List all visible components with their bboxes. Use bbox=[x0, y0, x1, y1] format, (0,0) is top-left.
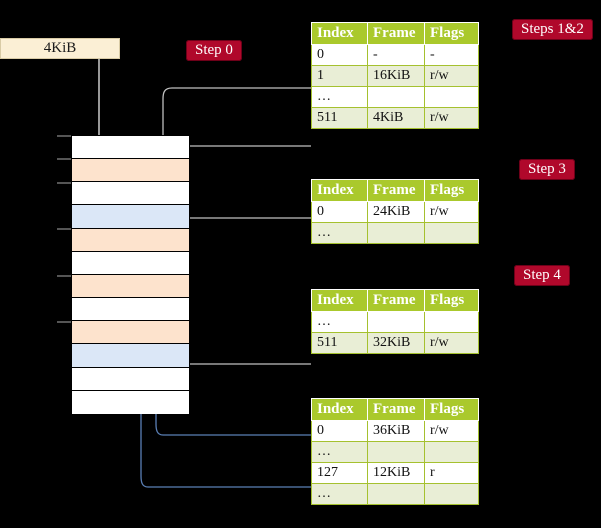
cell-index-2: … bbox=[311, 86, 368, 108]
cell-index-0: 0 bbox=[311, 44, 368, 66]
table-row[interactable]: … bbox=[311, 483, 479, 505]
address-size-label: 4KiB bbox=[43, 40, 77, 56]
cell-flags-2: r bbox=[424, 462, 479, 484]
arrow-step3 bbox=[178, 217, 311, 272]
cell-index-3: … bbox=[311, 483, 368, 505]
cell-frame-3 bbox=[367, 483, 425, 505]
memory-frame-9 bbox=[72, 344, 189, 368]
memory-frame-5 bbox=[72, 251, 189, 275]
cell-frame-0 bbox=[367, 311, 425, 333]
column-header-index: Index bbox=[311, 179, 368, 202]
memory-frame-6 bbox=[72, 274, 189, 299]
cell-index-1: … bbox=[311, 222, 368, 244]
cell-flags-3 bbox=[424, 483, 479, 505]
cell-flags-0: r/w bbox=[424, 201, 479, 223]
cell-frame-2: 12KiB bbox=[367, 462, 425, 484]
cell-frame-1: 16KiB bbox=[367, 65, 425, 87]
memory-tick-8 bbox=[57, 321, 71, 323]
cell-frame-0: 36KiB bbox=[367, 420, 425, 442]
cell-frame-1 bbox=[367, 441, 425, 463]
memory-frame-10 bbox=[72, 367, 189, 391]
cell-index-2: 127 bbox=[311, 462, 368, 484]
cell-index-0: 0 bbox=[311, 201, 368, 223]
badge-step0: Step 0 bbox=[186, 40, 242, 61]
column-header-frame: Frame bbox=[367, 289, 425, 312]
cell-flags-0: - bbox=[424, 44, 479, 66]
cell-flags-1: r/w bbox=[424, 332, 479, 354]
column-header-flags: Flags bbox=[424, 289, 479, 312]
column-header-frame: Frame bbox=[367, 22, 425, 45]
cell-flags-1: r/w bbox=[424, 65, 479, 87]
memory-tick-1 bbox=[57, 158, 71, 161]
badge-step3: Step 3 bbox=[519, 159, 575, 180]
cell-flags-0: r/w bbox=[424, 420, 479, 442]
column-header-flags: Flags bbox=[424, 22, 479, 45]
memory-frame-8 bbox=[72, 321, 189, 345]
memory-frame-1 bbox=[72, 159, 189, 183]
cell-flags-1 bbox=[424, 222, 479, 244]
cell-flags-2 bbox=[424, 86, 479, 108]
memory-frame-3 bbox=[72, 205, 189, 229]
cell-index-0: … bbox=[311, 311, 368, 333]
cell-index-1: 511 bbox=[311, 332, 368, 354]
memory-frame-4 bbox=[72, 228, 189, 252]
badge-step4: Step 4 bbox=[514, 265, 570, 286]
memory-frame-0 bbox=[72, 136, 189, 160]
column-header-index: Index bbox=[311, 398, 368, 421]
cell-index-3: 511 bbox=[311, 107, 368, 129]
table-row[interactable]: … bbox=[311, 222, 479, 244]
memory-tick-4 bbox=[57, 228, 71, 230]
cell-frame-0: 24KiB bbox=[367, 201, 425, 223]
cell-frame-0: - bbox=[367, 44, 425, 66]
column-header-index: Index bbox=[311, 289, 368, 312]
cell-index-1: 1 bbox=[311, 65, 368, 87]
cell-flags-3: r/w bbox=[424, 107, 479, 129]
memory-tick-6 bbox=[57, 274, 71, 277]
table-row[interactable]: 0-- bbox=[311, 44, 479, 66]
column-header-frame: Frame bbox=[367, 179, 425, 202]
table-row[interactable]: … bbox=[311, 441, 479, 463]
cell-index-1: … bbox=[311, 441, 368, 463]
memory-tick-2 bbox=[57, 181, 71, 184]
memory-tick-0 bbox=[57, 135, 71, 137]
column-header-flags: Flags bbox=[424, 179, 479, 202]
physical-memory-column bbox=[71, 135, 190, 414]
cell-frame-3: 4KiB bbox=[367, 107, 425, 129]
table-row[interactable]: … bbox=[311, 86, 479, 108]
table-row[interactable]: … bbox=[311, 311, 479, 333]
cell-frame-1: 32KiB bbox=[367, 332, 425, 354]
memory-frame-7 bbox=[72, 298, 189, 322]
column-header-index: Index bbox=[311, 22, 368, 45]
cell-frame-1 bbox=[367, 222, 425, 244]
cell-frame-2 bbox=[367, 86, 425, 108]
cell-flags-0 bbox=[424, 311, 479, 333]
memory-frame-11 bbox=[72, 390, 189, 414]
memory-frame-2 bbox=[72, 182, 189, 206]
cell-flags-1 bbox=[424, 441, 479, 463]
column-header-flags: Flags bbox=[424, 398, 479, 421]
address-size-tag: 4KiB bbox=[0, 38, 120, 59]
column-header-frame: Frame bbox=[367, 398, 425, 421]
arrow-steps12-out bbox=[177, 145, 311, 249]
arrow-step4 bbox=[179, 294, 311, 365]
badge-steps12: Steps 1&2 bbox=[512, 19, 593, 40]
cell-index-0: 0 bbox=[311, 420, 368, 442]
